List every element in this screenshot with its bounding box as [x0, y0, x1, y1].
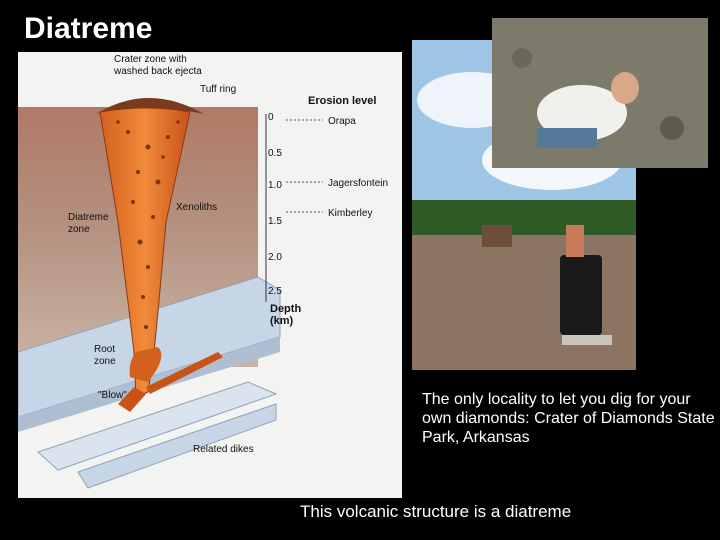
depth-tick-25: 2.5 [268, 286, 282, 297]
label-related-dikes: Related dikes [193, 444, 254, 455]
diatreme-diagram: Crater zone with washed back ejecta Tuff… [18, 52, 402, 498]
blow [118, 387, 146, 412]
digging-photo [492, 18, 708, 168]
label-kimberley: Kimberley [328, 208, 372, 219]
label-jagersfontein: Jagersfontein [328, 178, 388, 189]
label-orapa: Orapa [328, 116, 356, 127]
barrel [560, 255, 602, 335]
depth-tick-0: 0 [268, 112, 274, 123]
label-blow: "Blow" [98, 390, 127, 401]
bottom-caption: This volcanic structure is a diatreme [300, 502, 572, 521]
xenolith-dots [116, 120, 180, 329]
slide-title: Diatreme [24, 12, 153, 45]
depth-tick-15: 1.5 [268, 216, 282, 227]
label-depth: Depth [270, 303, 301, 315]
label-tuff-ring: Tuff ring [200, 84, 236, 95]
dike [146, 352, 223, 394]
photo-caption: The only locality to let you dig for you… [422, 391, 715, 446]
label-root-zone-2: zone [94, 356, 116, 367]
root-zone [129, 347, 162, 382]
person-shirt [537, 85, 627, 141]
label-xenoliths: Xenoliths [176, 202, 217, 213]
dike-slab [37, 381, 278, 471]
depth-tick-10: 1.0 [268, 180, 282, 191]
label-depth-unit: (km) [270, 315, 294, 327]
label-crater-zone: Crater zone with [114, 54, 187, 65]
label-diatreme-zone-2: zone [68, 224, 90, 235]
label-diatreme-zone: Diatreme [68, 212, 109, 223]
depth-tick-20: 2.0 [268, 252, 282, 263]
label-crater-zone-2: washed back ejecta [113, 66, 202, 77]
tuff-ring [96, 98, 204, 114]
label-root-zone: Root [94, 344, 115, 355]
label-erosion-level: Erosion level [308, 95, 376, 107]
depth-tick-05: 0.5 [268, 148, 282, 159]
